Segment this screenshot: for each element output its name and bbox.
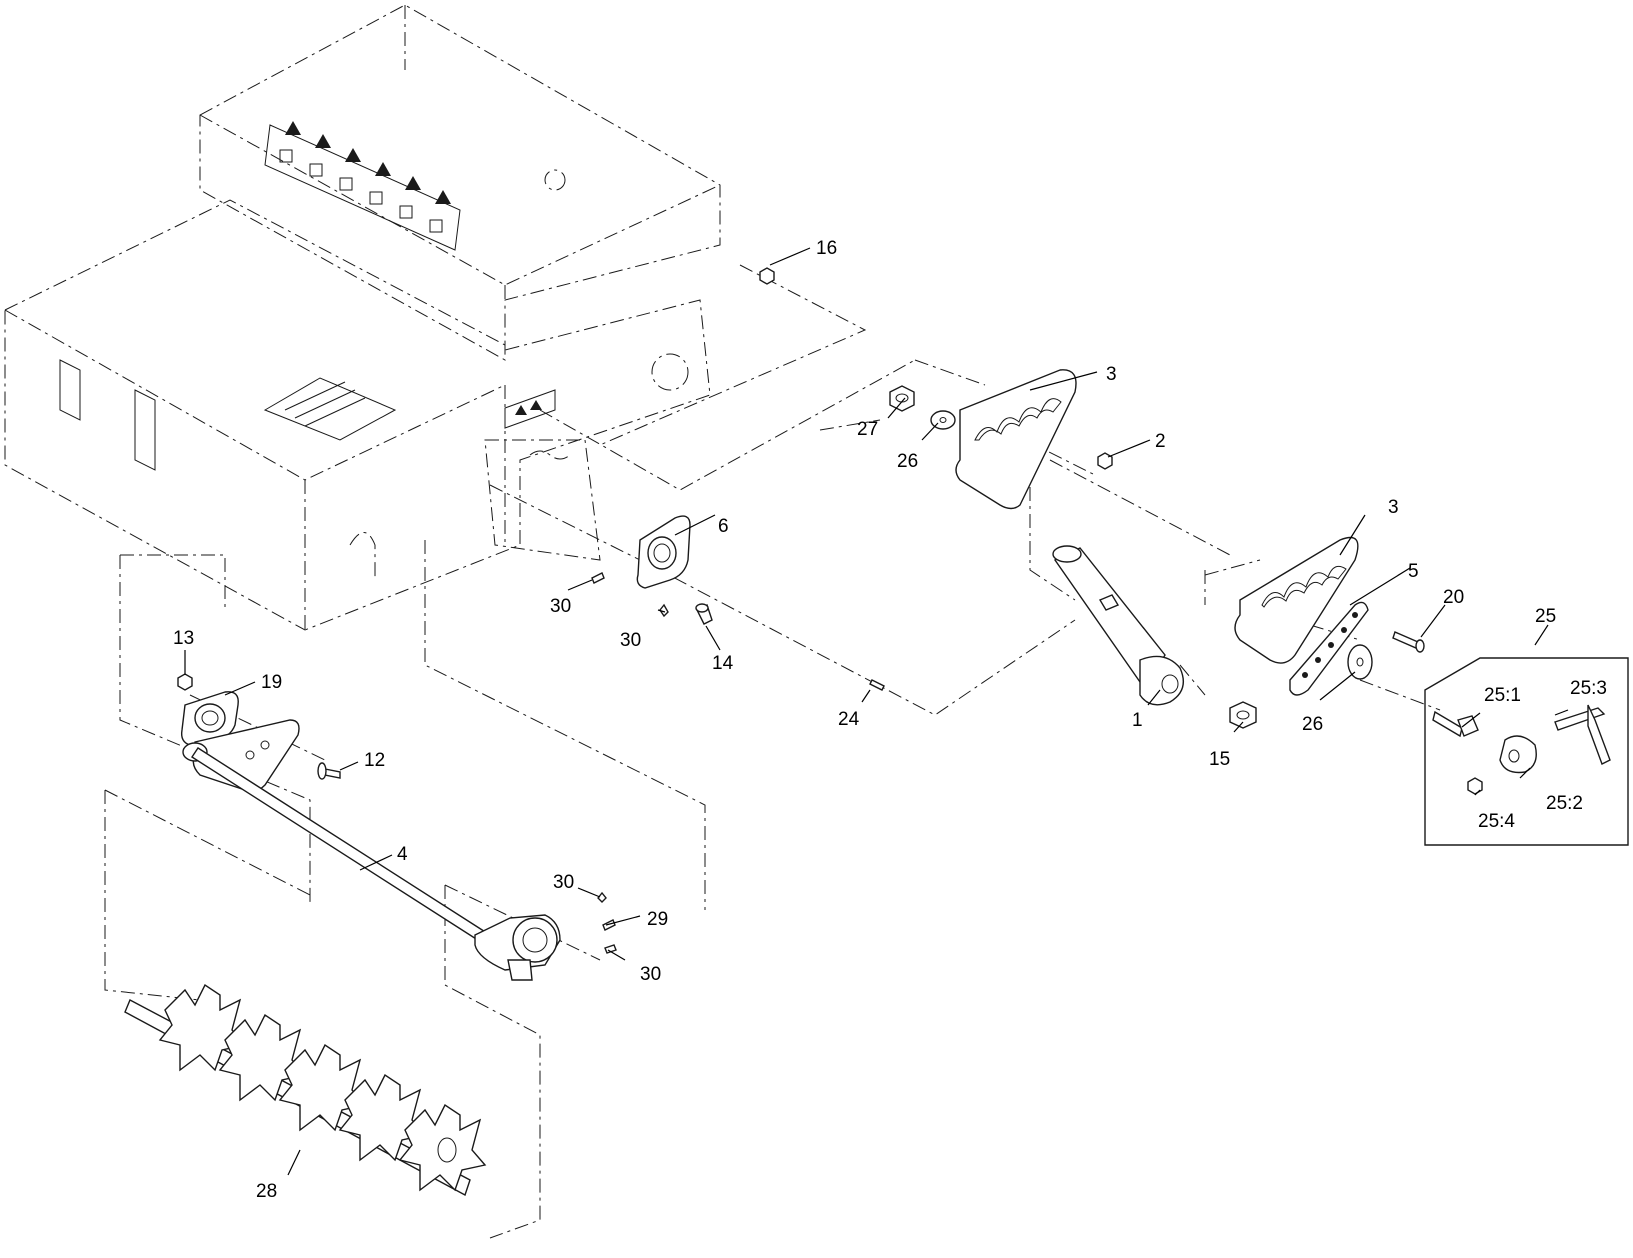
leader-lines [184, 247, 1569, 1176]
part-6-flange-bearing [636, 515, 691, 589]
label-decal-plate [504, 389, 556, 429]
callout-29: 29 [647, 909, 668, 930]
callout-26-right: 26 [1302, 714, 1323, 735]
part-27-nut [889, 385, 915, 412]
part-29-fitting [602, 919, 616, 931]
callout-27: 27 [857, 419, 878, 440]
part-4-shaft-assembly [182, 719, 561, 981]
label-decal-side-left [59, 359, 156, 471]
part-30-screw-a [591, 572, 605, 584]
callout-30-a: 30 [550, 596, 571, 617]
callout-15: 15 [1209, 749, 1230, 770]
callout-12: 12 [364, 750, 385, 771]
part-3-detent-plate-upper [955, 369, 1077, 510]
part-25-handle-kit-box [1424, 657, 1629, 846]
callout-24: 24 [838, 709, 860, 730]
callout-2: 2 [1155, 431, 1166, 452]
part-3-detent-plate-lower [1234, 536, 1359, 664]
assembly-lines [104, 264, 1441, 1239]
callout-1: 1 [1132, 710, 1143, 731]
callout-3-lower: 3 [1388, 497, 1399, 518]
callout-28: 28 [256, 1181, 277, 1202]
callout-4: 4 [397, 844, 408, 865]
part-25-3-handle [1554, 704, 1611, 765]
part-2-nut [1097, 452, 1113, 470]
part-28-tine-rotor [124, 983, 487, 1197]
callout-20: 20 [1443, 587, 1464, 608]
part-5-detent-strip [1289, 601, 1369, 696]
callout-6: 6 [718, 516, 729, 537]
callout-3-upper: 3 [1106, 364, 1117, 385]
warning-decal-strip [264, 121, 461, 251]
part-1-lever-arm [1052, 545, 1184, 706]
part-14-bolt [695, 603, 713, 625]
callout-25-1: 25:1 [1484, 685, 1521, 706]
part-25-2-knob [1499, 735, 1537, 774]
callout-25: 25 [1535, 606, 1556, 627]
callout-13: 13 [173, 628, 194, 649]
callout-30-c: 30 [553, 872, 574, 893]
callout-19: 19 [261, 672, 282, 693]
part-20-bolt [1392, 631, 1425, 653]
part-25-1-shaft [1432, 710, 1479, 738]
callout-25-2: 25:2 [1546, 793, 1583, 814]
callout-26-left: 26 [897, 451, 918, 472]
callout-30-d: 30 [640, 964, 661, 985]
part-24-pin [869, 679, 885, 691]
part-13-nut [177, 673, 193, 691]
part-16-nut [759, 267, 775, 285]
part-30-screw-d [604, 944, 617, 954]
part-15-nut [1229, 701, 1257, 729]
callout-16: 16 [816, 238, 837, 259]
callout-25-4: 25:4 [1478, 811, 1515, 832]
callout-25-3: 25:3 [1570, 678, 1607, 699]
label-decal-top [263, 377, 397, 441]
part-25-4-nut [1467, 777, 1483, 795]
part-19-flange-bearing [180, 691, 239, 746]
part-30-screw-c [597, 891, 607, 903]
machine-housing [4, 4, 721, 631]
callout-30-b: 30 [620, 630, 641, 651]
callout-labels: 16 3 27 26 2 6 3 5 20 25 30 30 14 24 1 1… [173, 238, 1607, 1202]
part-26-washer-right [1347, 644, 1373, 680]
callout-5: 5 [1408, 561, 1419, 582]
part-12-bolt [317, 762, 341, 780]
part-30-screw-b [659, 603, 669, 618]
callout-14: 14 [712, 653, 734, 674]
